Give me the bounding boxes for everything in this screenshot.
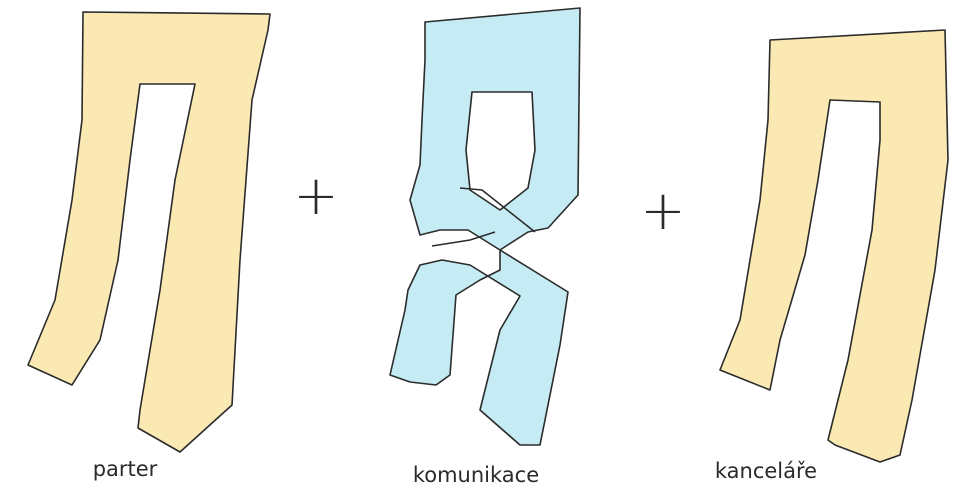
plus-operator-2: + xyxy=(640,179,685,242)
plus-operator-1: + xyxy=(293,164,338,227)
label-parter: parter xyxy=(93,457,158,481)
parter-part xyxy=(27,11,271,453)
komunikace-part xyxy=(389,7,581,446)
label-komunikace: komunikace xyxy=(413,463,539,487)
kancelare-shape xyxy=(719,29,949,463)
komunikace-crossing-line xyxy=(459,187,536,233)
label-kancelare: kanceláře xyxy=(715,459,817,483)
komunikace-crossing-line-2 xyxy=(431,231,496,247)
komunikace-shape xyxy=(389,7,581,446)
kancelare-part xyxy=(719,29,949,463)
parter-shape xyxy=(27,11,271,453)
